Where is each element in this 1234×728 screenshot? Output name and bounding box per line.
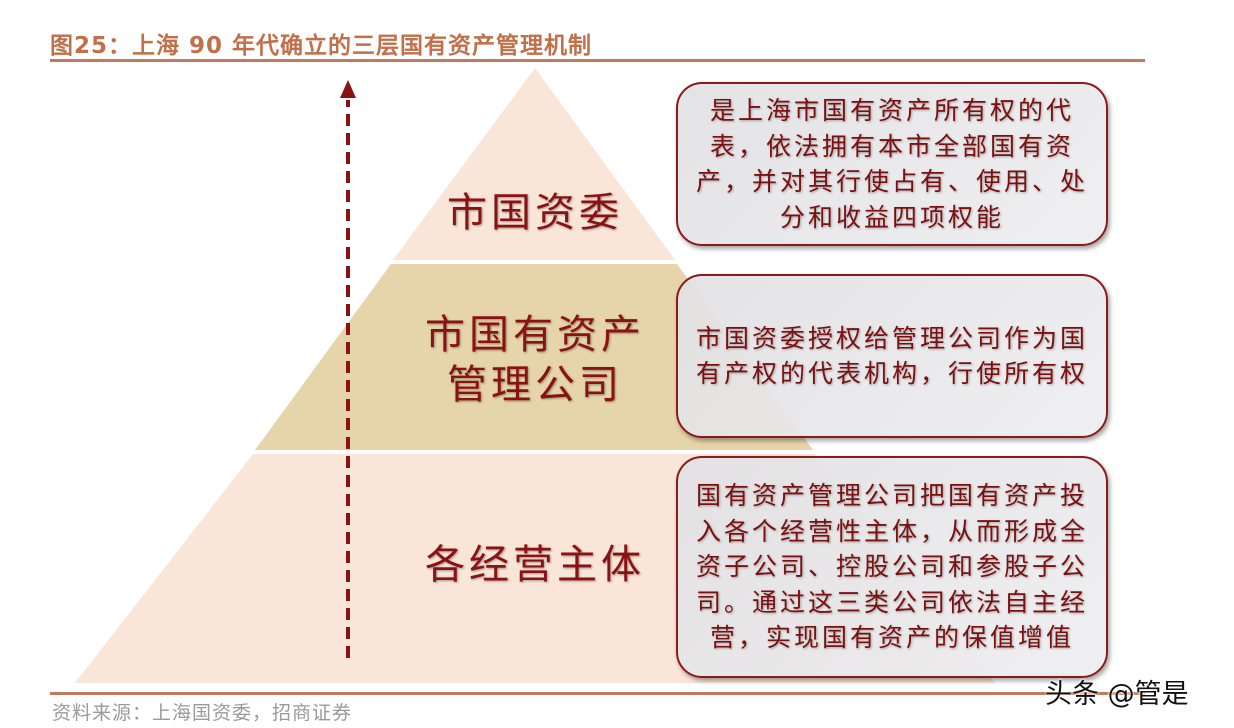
description-box-middle: 市国资委授权给管理公司作为国有产权的代表机构，行使所有权 xyxy=(676,274,1108,438)
watermark: 头条 @管是 xyxy=(1045,679,1189,710)
title-divider xyxy=(50,59,1145,62)
description-box-top: 是上海市国有资产所有权的代表，依法拥有本市全部国有资产，并对其行使占有、使用、处… xyxy=(676,82,1108,246)
pyramid-layer-middle xyxy=(255,264,813,450)
description-middle-text: 市国资委授权给管理公司作为国有产权的代表机构，行使所有权 xyxy=(695,323,1088,389)
figure-title: 图25：上海 90 年代确立的三层国有资产管理机制 xyxy=(50,33,593,59)
pyramid-layer-top xyxy=(393,68,675,260)
description-box-bottom: 国有资产管理公司把国有资产投入各个经营性主体，从而形成全资子公司、控股公司和参股… xyxy=(676,456,1108,678)
layer-label-middle-line1: 市国有资产 xyxy=(425,312,645,358)
layer-label-top: 市国资委 xyxy=(447,190,623,236)
description-top-text: 是上海市国有资产所有权的代表，依法拥有本市全部国有资产，并对其行使占有、使用、处… xyxy=(695,96,1088,232)
layer-label-middle-line2: 管理公司 xyxy=(447,362,623,408)
layer-label-bottom: 各经营主体 xyxy=(425,542,645,588)
layer-label-middle: 市国有资产 管理公司 xyxy=(405,310,665,410)
description-bottom-text: 国有资产管理公司把国有资产投入各个经营性主体，从而形成全资子公司、控股公司和参股… xyxy=(695,481,1088,653)
upward-arrow-icon xyxy=(340,80,356,658)
source-note: 资料来源：上海国资委，招商证券 xyxy=(52,702,353,724)
footer-divider xyxy=(50,692,1145,695)
